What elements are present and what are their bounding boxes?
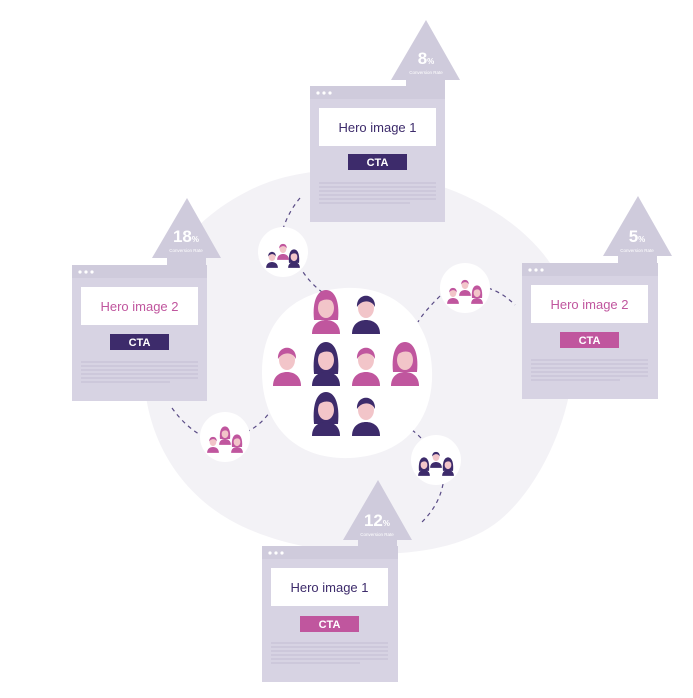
hero-image-box — [531, 285, 648, 323]
cta-button — [560, 332, 619, 348]
hero-image-label: Hero image 2 — [100, 299, 178, 314]
conversion-percent: 12% — [364, 511, 390, 530]
small-group-right — [440, 263, 490, 313]
hero-image-label: Hero image 2 — [550, 297, 628, 312]
text-placeholder-lines — [531, 359, 648, 381]
hero-image-box — [319, 108, 436, 146]
variant-card-right: 5% Conversion Rate Hero image 2 CTA — [522, 196, 672, 399]
hero-image-box — [81, 287, 198, 325]
text-placeholder-lines — [319, 182, 436, 204]
connector-right-card — [487, 287, 516, 306]
small-group-bottom — [411, 435, 461, 485]
variant-card-bottom: 12% Conversion Rate Hero image 1 CTA — [262, 480, 412, 682]
variant-card-top: 8% Conversion Rate Hero image 1 CTA — [310, 20, 460, 222]
conversion-rate-label: Conversion Rate — [620, 248, 654, 253]
audience-group — [262, 287, 433, 459]
conversion-rate-label: Conversion Rate — [409, 70, 443, 75]
hero-image-label: Hero image 1 — [290, 580, 368, 595]
conversion-rate-label: Conversion Rate — [360, 532, 394, 537]
conversion-percent: 18% — [173, 227, 199, 246]
conversion-arrow — [391, 20, 460, 88]
conversion-rate-label: Conversion Rate — [169, 248, 203, 253]
conversion-arrow — [343, 480, 412, 548]
cta-button — [348, 154, 407, 170]
cta-label: CTA — [129, 337, 151, 349]
text-placeholder-lines — [271, 642, 388, 664]
small-group-left — [200, 412, 250, 462]
conversion-percent: 5% — [629, 227, 646, 246]
cta-button — [300, 616, 359, 632]
variant-card-left: 18% Conversion Rate Hero image 2 CTA — [72, 198, 221, 401]
cta-button — [110, 334, 169, 350]
cta-label: CTA — [367, 157, 389, 169]
cta-label: CTA — [319, 619, 341, 631]
small-group-top — [258, 227, 308, 277]
connector-bottom — [421, 483, 444, 523]
conversion-percent: 8% — [418, 49, 435, 68]
connector-right — [417, 295, 441, 323]
text-placeholder-lines — [81, 361, 198, 383]
conversion-arrow — [603, 196, 672, 264]
connector-left — [171, 407, 203, 437]
hero-image-box — [271, 568, 388, 606]
cta-label: CTA — [579, 335, 601, 347]
conversion-arrow — [152, 198, 221, 266]
hero-image-label: Hero image 1 — [338, 120, 416, 135]
